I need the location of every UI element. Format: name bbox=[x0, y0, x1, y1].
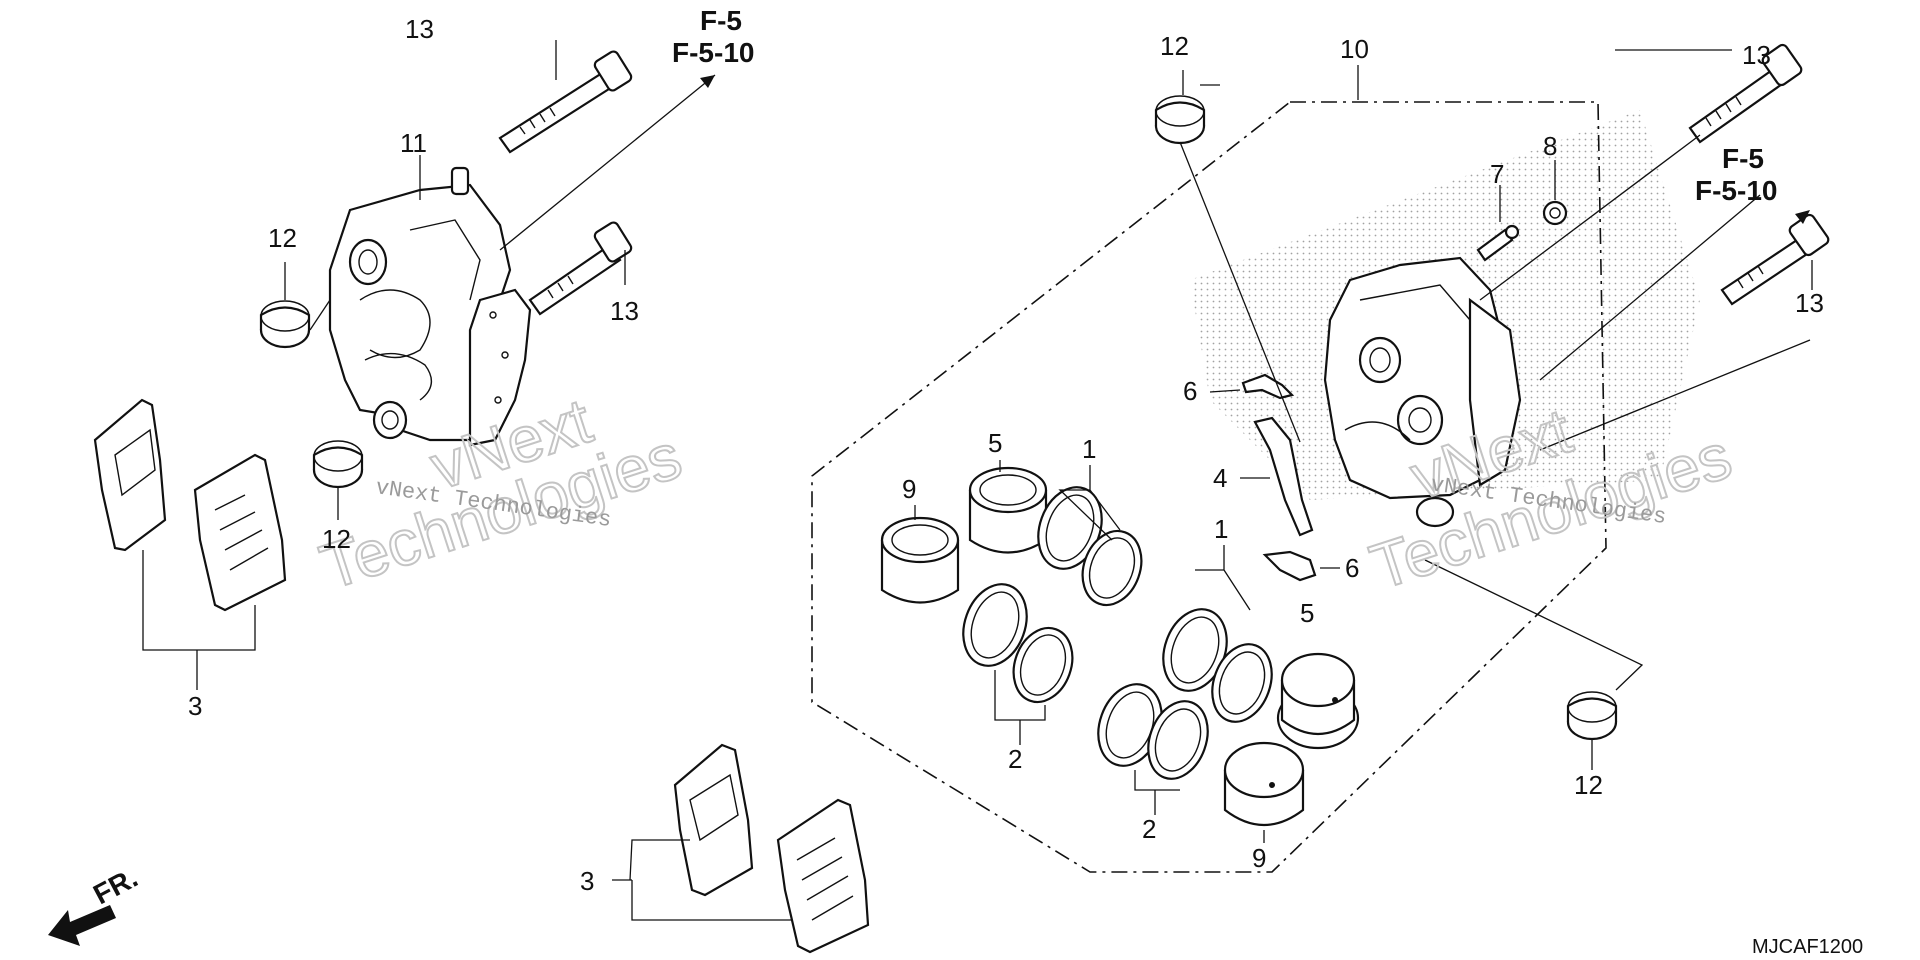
callout-12-left-bottom: 12 bbox=[322, 524, 351, 554]
callout-1-right: 1 bbox=[1214, 514, 1228, 544]
piston-left-5 bbox=[968, 466, 1048, 554]
left-caliper-body bbox=[328, 166, 532, 447]
reference-left-f5-10: F-5-10 bbox=[672, 37, 754, 68]
right-caliper-body bbox=[1323, 256, 1522, 528]
reference-right-f5: F-5 bbox=[1722, 143, 1764, 174]
callout-13-left-top: 13 bbox=[405, 14, 434, 44]
callout-12-right-top: 12 bbox=[1160, 31, 1189, 61]
diagram-code: MJCAF1200 bbox=[1752, 936, 1863, 958]
kit-boundary-dashed bbox=[811, 101, 1607, 873]
callout-6-lower: 6 bbox=[1345, 553, 1359, 583]
piston-right-9 bbox=[1223, 741, 1305, 827]
callout-9-left: 9 bbox=[902, 474, 916, 504]
callout-7: 7 bbox=[1490, 159, 1504, 189]
reference-arrow-right bbox=[1795, 210, 1810, 224]
callout-3-left: 3 bbox=[188, 691, 202, 721]
seals-group bbox=[962, 486, 1273, 780]
callout-1-left: 1 bbox=[1082, 434, 1096, 464]
right-lower-collar bbox=[1566, 691, 1618, 741]
bleeder-cap bbox=[1542, 200, 1568, 226]
bleeder-screw bbox=[1476, 224, 1520, 262]
left-brake-pad-front bbox=[93, 398, 167, 552]
callout-13-right-top: 13 bbox=[1742, 40, 1771, 70]
reference-right-f5-10: F-5-10 bbox=[1695, 175, 1777, 206]
callout-3-bottom: 3 bbox=[580, 866, 594, 896]
left-upper-bolt bbox=[498, 50, 633, 154]
callout-4: 4 bbox=[1213, 463, 1227, 493]
bottom-brake-pad-front bbox=[673, 743, 754, 897]
callout-5-left: 5 bbox=[988, 428, 1002, 458]
callout-10: 10 bbox=[1340, 34, 1369, 64]
callout-8: 8 bbox=[1543, 131, 1557, 161]
pad-spring-plate bbox=[1253, 416, 1314, 537]
left-lower-bolt bbox=[528, 221, 633, 316]
callout-2-right: 2 bbox=[1142, 814, 1156, 844]
callout-5-right: 5 bbox=[1300, 598, 1314, 628]
callout-12-left-top: 12 bbox=[268, 223, 297, 253]
callout-13-left-mid: 13 bbox=[610, 296, 639, 326]
callout-13-right-mid: 13 bbox=[1795, 288, 1824, 318]
callout-9-right: 9 bbox=[1252, 843, 1266, 873]
piston-left-9 bbox=[880, 516, 960, 604]
right-upper-collar bbox=[1154, 95, 1206, 145]
reference-left-f5: F-5 bbox=[700, 5, 742, 36]
bottom-brake-pad-rear bbox=[776, 798, 870, 954]
callout-11: 11 bbox=[400, 128, 427, 158]
piston-right-5 bbox=[1276, 652, 1360, 750]
front-marker-label: FR. bbox=[88, 862, 142, 911]
reference-arrow-left bbox=[700, 75, 715, 88]
callout-2-left: 2 bbox=[1008, 744, 1022, 774]
left-lower-collar bbox=[312, 440, 364, 489]
left-upper-collar bbox=[259, 300, 311, 349]
front-direction-arrow-icon bbox=[48, 905, 116, 946]
right-lower-bolt bbox=[1720, 213, 1830, 306]
callout-12-right-bottom: 12 bbox=[1574, 770, 1603, 800]
left-brake-pad-rear bbox=[193, 453, 287, 612]
pad-spring-lower bbox=[1262, 550, 1317, 582]
leader-lines bbox=[142, 40, 1813, 921]
callout-6-upper: 6 bbox=[1183, 376, 1197, 406]
